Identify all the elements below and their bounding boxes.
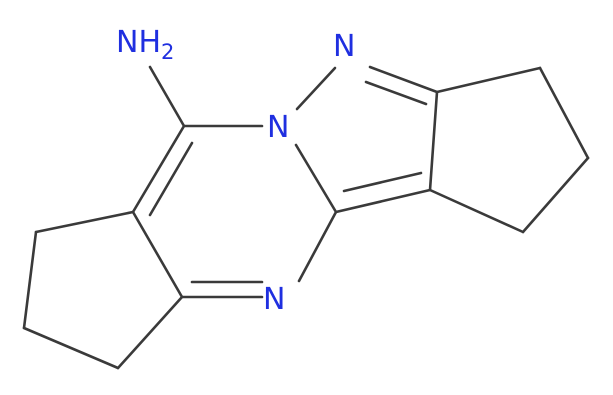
bond-n-top-c8 — [368, 65, 439, 94]
amine-symbol: NH — [116, 25, 161, 60]
bond-c4-c5 — [116, 295, 184, 370]
bond-c1-c6-double — [148, 141, 194, 217]
bond-c1-c2 — [34, 210, 135, 234]
n-top-label: N — [333, 29, 355, 64]
bond-c6-amine — [148, 65, 186, 128]
n-bottom-label: N — [263, 282, 285, 317]
bond-c5-c1 — [131, 210, 184, 299]
n-bridge-label: N — [267, 110, 289, 145]
bond-c12-c9 — [428, 188, 525, 234]
bond-c9-c7 — [334, 188, 432, 214]
bond-c1-c6 — [131, 124, 186, 214]
amine-label: NH2 — [116, 25, 174, 64]
bond-c3-c4 — [22, 326, 120, 370]
bond-n-bottom-c7 — [297, 210, 338, 283]
bond-n-top-c8-double — [364, 80, 428, 106]
bond-c8-c10 — [435, 66, 542, 94]
bond-c2-c3 — [22, 230, 38, 330]
bond-c9-c7-double — [342, 171, 423, 193]
bond-n-bridge-n-top — [295, 66, 337, 111]
bond-c8-c9 — [428, 90, 439, 192]
bond-c10-c11 — [538, 66, 590, 160]
bond-c11-c12 — [521, 156, 590, 234]
bond-c7-n-bridge — [294, 143, 338, 214]
amine-subscript: 2 — [161, 40, 174, 64]
